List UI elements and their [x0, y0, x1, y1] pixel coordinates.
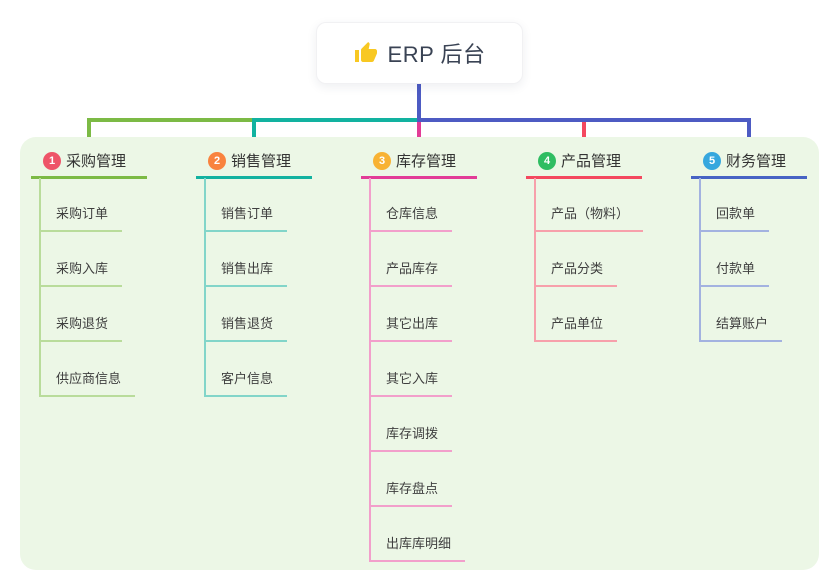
branch-header-sales[interactable]: 2 销售管理 [196, 150, 312, 179]
root-title: ERP 后台 [387, 42, 486, 67]
branch-rail [534, 178, 536, 341]
child-node[interactable]: 采购退货 [39, 315, 123, 342]
branch-inventory: 3 库存管理 仓库信息 产品库存 其它出库 其它入库 库存调拨 库存盘点 出库库… [361, 0, 531, 588]
branch-header-finance[interactable]: 5 财务管理 [691, 150, 807, 179]
branch-header-product[interactable]: 4 产品管理 [526, 150, 642, 179]
branch-number-badge: 4 [538, 151, 556, 170]
child-node[interactable]: 销售订单 [204, 205, 288, 232]
connector-drop-finance [747, 118, 751, 146]
branch-number-badge: 2 [208, 151, 226, 170]
branch-number-badge: 1 [43, 151, 61, 170]
branch-label: 销售管理 [231, 153, 292, 170]
thumbs-up-icon [354, 41, 378, 65]
child-node[interactable]: 其它出库 [369, 315, 453, 342]
child-node[interactable]: 销售退货 [204, 315, 288, 342]
connector-horizontal-finance [417, 118, 751, 122]
branch-finance: 5 财务管理 回款单 付款单 结算账户 [691, 0, 839, 588]
child-node[interactable]: 销售出库 [204, 260, 288, 287]
child-node[interactable]: 出库库明细 [369, 535, 466, 562]
child-node[interactable]: 供应商信息 [39, 370, 136, 397]
connector-horizontal-purchase [87, 118, 254, 122]
branch-label: 采购管理 [66, 153, 127, 170]
branch-header-inventory[interactable]: 3 库存管理 [361, 150, 477, 179]
branch-product: 4 产品管理 产品（物料） 产品分类 产品单位 [526, 0, 696, 588]
child-node[interactable]: 采购入库 [39, 260, 123, 287]
child-node[interactable]: 其它入库 [369, 370, 453, 397]
branch-number-badge: 3 [373, 151, 391, 170]
connector-drop-product [582, 120, 586, 146]
branch-rail [204, 178, 206, 396]
child-node[interactable]: 采购订单 [39, 205, 123, 232]
branch-purchase: 1 采购管理 采购订单 采购入库 采购退货 供应商信息 [31, 0, 201, 588]
child-node[interactable]: 付款单 [699, 260, 770, 287]
child-node[interactable]: 产品（物料） [534, 205, 644, 232]
connector-drop-purchase [87, 118, 91, 146]
branch-label: 库存管理 [396, 153, 457, 170]
connector-horizontal-sales [252, 118, 421, 122]
connector-drop-sales [252, 118, 256, 146]
child-node[interactable]: 产品分类 [534, 260, 618, 287]
branch-label: 产品管理 [561, 153, 622, 170]
child-node[interactable]: 客户信息 [204, 370, 288, 397]
branch-rail [699, 178, 701, 341]
branch-rail [369, 178, 371, 561]
branch-sales: 2 销售管理 销售订单 销售出库 销售退货 客户信息 [196, 0, 366, 588]
child-node[interactable]: 回款单 [699, 205, 770, 232]
branch-rail [39, 178, 41, 396]
child-node[interactable]: 产品单位 [534, 315, 618, 342]
child-node[interactable]: 库存盘点 [369, 480, 453, 507]
child-node[interactable]: 仓库信息 [369, 205, 453, 232]
root-node[interactable]: ERP 后台 [316, 22, 523, 84]
child-node[interactable]: 结算账户 [699, 315, 783, 342]
branch-label: 财务管理 [726, 153, 787, 170]
branch-number-badge: 5 [703, 151, 721, 170]
connector-drop-inventory [417, 120, 421, 146]
group-panel [20, 137, 819, 570]
child-node[interactable]: 库存调拨 [369, 425, 453, 452]
child-node[interactable]: 产品库存 [369, 260, 453, 287]
branch-header-purchase[interactable]: 1 采购管理 [31, 150, 147, 179]
connector-root-vertical [417, 84, 421, 120]
